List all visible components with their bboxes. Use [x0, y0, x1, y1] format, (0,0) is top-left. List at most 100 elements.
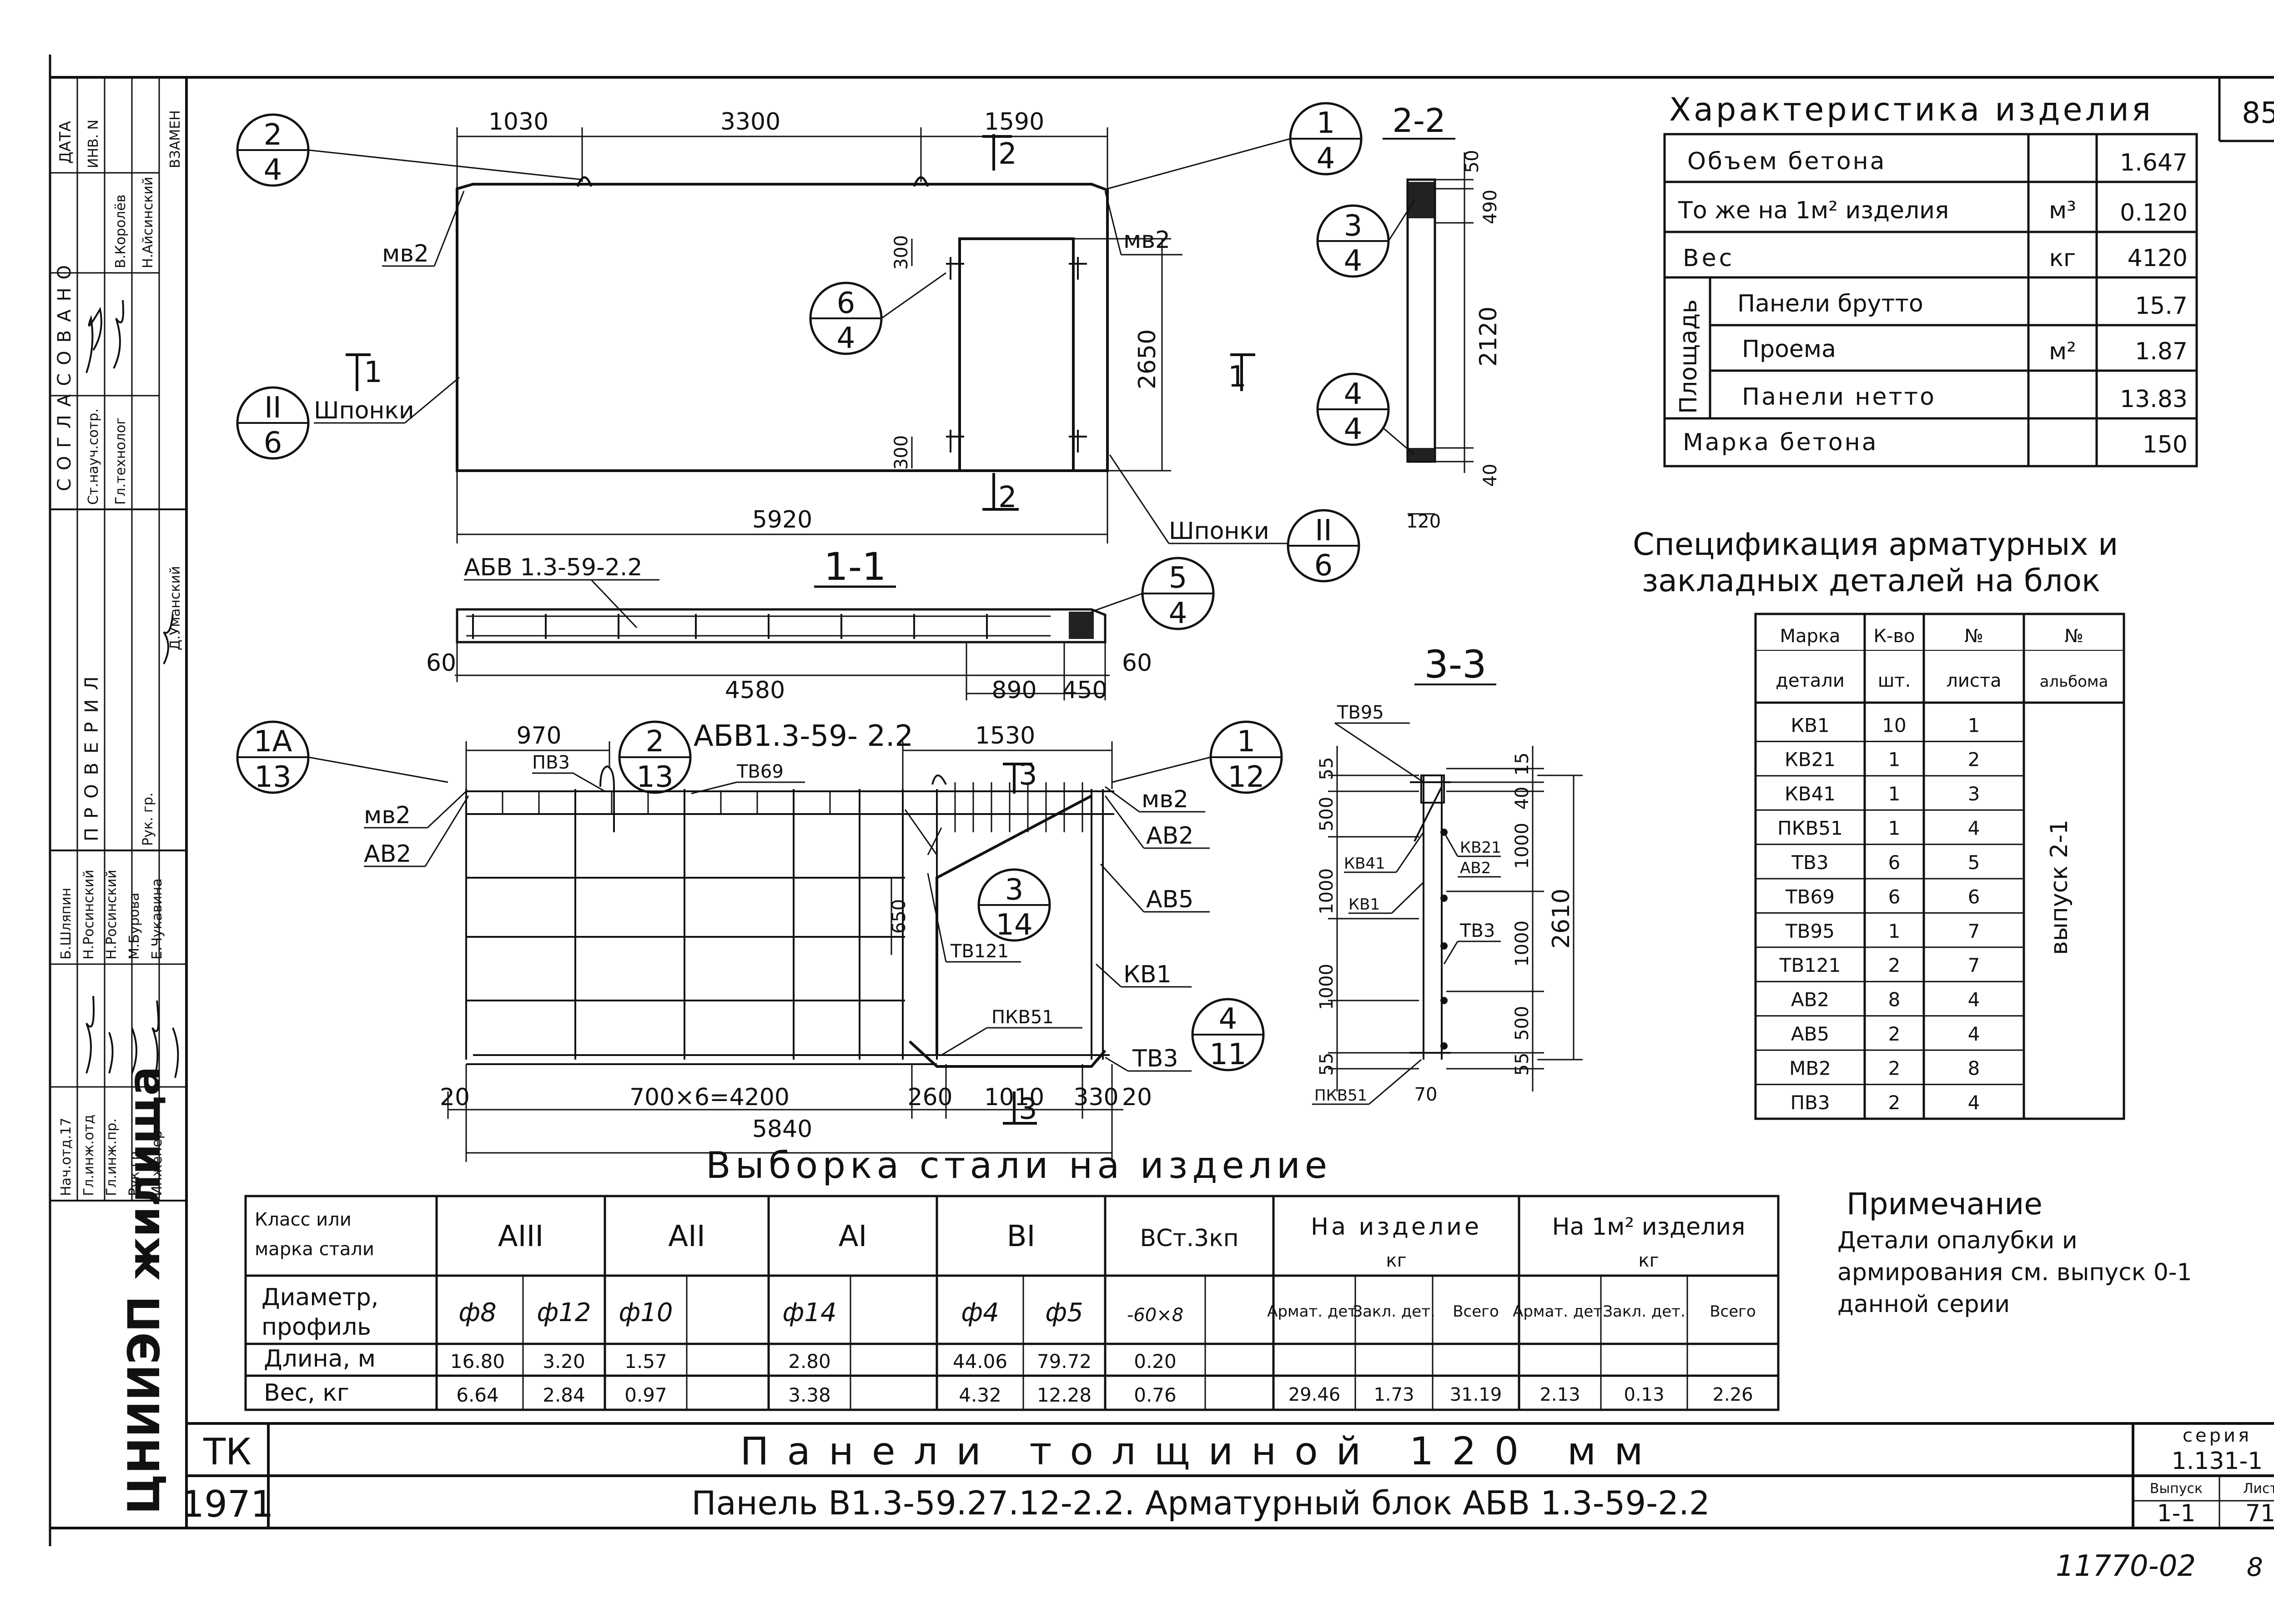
section3-dim: 55 — [1316, 1053, 1337, 1076]
steel-class: ВСт.3кп — [1140, 1225, 1238, 1252]
section3-dim: 55 — [1316, 757, 1337, 780]
sheet-label: Лист — [2243, 1481, 2274, 1497]
spec-cell-sheet: 3 — [1968, 783, 1980, 805]
section-dim: 60 — [426, 649, 456, 677]
block-label-mv2: мв2 — [1142, 786, 1188, 813]
section3-label-kv21: КВ21 — [1460, 839, 1501, 857]
stamp-staff-name: Н.Росинский — [104, 870, 120, 960]
section3-dim: 500 — [1512, 1006, 1533, 1041]
stamp-staff-name: Е.Чукавина — [149, 879, 165, 960]
block-label-av2: АВ2 — [1146, 822, 1193, 850]
svg-text:3: 3 — [1344, 209, 1363, 243]
stamp-staff-role: Рук.гр. — [126, 1147, 142, 1196]
steel-length: 16.80 — [450, 1350, 505, 1373]
stamp-staff-name: М.Бурова — [126, 893, 142, 960]
svg-text:4: 4 — [837, 322, 855, 355]
section3-dim: 500 — [1316, 797, 1337, 831]
spec-cell-sheet: 4 — [1968, 1091, 1980, 1114]
svg-text:4: 4 — [1317, 142, 1335, 176]
spec-cell-mark: ПВ3 — [1790, 1091, 1830, 1114]
char-value: 4120 — [2128, 245, 2188, 272]
section3-label-av2: АВ2 — [1460, 859, 1491, 877]
spec-cell-sheet: 2 — [1968, 749, 1980, 771]
callout-4-4: 4 4 — [1316, 372, 1415, 456]
spec-title-2: закладных деталей на блок — [1642, 563, 2100, 599]
char-row-name: Панели нетто — [1742, 383, 1936, 411]
spec-header: № — [1964, 626, 1983, 647]
svg-text:4: 4 — [1169, 597, 1187, 630]
steel-diameter: ф5 — [1045, 1298, 1083, 1327]
char-row-name: Проема — [1742, 336, 1836, 363]
spec-cell-qty: 2 — [1888, 1091, 1901, 1114]
title-line2: Панель В1.3-59.27.12-2.2. Арматурный бло… — [691, 1484, 1710, 1522]
steel-weight: 2.84 — [543, 1384, 585, 1406]
panel-label: мв2 — [382, 240, 429, 267]
char-row-name: Марка бетона — [1683, 429, 1878, 456]
org-logo: ЦНИИЭП жилища — [119, 1066, 170, 1514]
section-mark: 1 — [364, 356, 382, 389]
per-item-value: 1.73 — [1373, 1384, 1414, 1405]
char-value: 15.7 — [2135, 292, 2188, 320]
svg-text:6: 6 — [1314, 549, 1333, 583]
section3-dim: 55 — [1512, 1053, 1533, 1076]
svg-text:4: 4 — [264, 153, 282, 187]
steel-weight: 0.76 — [1134, 1384, 1177, 1406]
per-m2-value: 2.13 — [1539, 1384, 1580, 1405]
spec-cell-sheet: 1 — [1968, 714, 1980, 736]
stamp-agreed-label: СОГЛАСОВАНО — [54, 257, 75, 491]
svg-text:4: 4 — [1344, 377, 1363, 411]
series-label: серия — [2183, 1425, 2252, 1446]
callout-1-4: 1 4 — [1107, 102, 1363, 190]
callout-II-6: II 6 — [236, 386, 310, 460]
callout-II-6: II 6 — [1287, 509, 1360, 583]
stamp-staff-role: Нач.отд.17 — [58, 1118, 74, 1197]
char-row-name: Объем бетона — [1687, 148, 1887, 175]
per-item-value: 29.46 — [1288, 1384, 1341, 1405]
spec-header: Марка — [1780, 626, 1840, 647]
steel-length: 1.57 — [624, 1350, 667, 1373]
spec-album: выпуск 2-1 — [2046, 820, 2073, 955]
steel-weight: 4.32 — [959, 1384, 1001, 1406]
spec-cell-mark: ТВ3 — [1791, 851, 1828, 874]
stamp-staff-name: Н.Росинский — [81, 870, 97, 960]
section3-dim: 1000 — [1512, 920, 1533, 967]
char-value: 0.120 — [2120, 199, 2188, 226]
per-item-unit: кг — [1386, 1250, 1406, 1271]
block-label-av5: АВ5 — [1146, 886, 1193, 913]
spec-header: листа — [1946, 670, 2001, 691]
steel-diameter: ф14 — [782, 1298, 836, 1327]
svg-text:2: 2 — [646, 725, 664, 759]
char-area-group: Площадь — [1675, 299, 1702, 414]
block-dim: 700×6=4200 — [629, 1084, 790, 1111]
svg-text:2: 2 — [264, 118, 282, 152]
section-mark: 3 — [1019, 758, 1037, 792]
specification-table: Спецификация арматурных и закладных дета… — [1633, 527, 2125, 1120]
svg-text:12: 12 — [1228, 760, 1264, 794]
per-m2-sub: Закл. дет. — [1603, 1302, 1685, 1321]
per-item-sub: Всего — [1453, 1302, 1499, 1321]
spec-cell-mark: ТВ121 — [1779, 954, 1841, 976]
section-mark: 3 — [1019, 1092, 1037, 1126]
steel-diameter: ф12 — [537, 1298, 591, 1327]
char-row-name: То же на 1м² изделия — [1678, 197, 1949, 224]
stamp-role: Ст.науч.сотр. — [86, 408, 101, 505]
note-line: армирования см. выпуск 0-1 — [1837, 1259, 2192, 1286]
callout-1A-13: 1А 13 — [236, 720, 448, 794]
spec-cell-qty: 10 — [1882, 714, 1906, 736]
callout-1-12: 1 12 — [1112, 720, 1283, 794]
section3-dim: 1000 — [1512, 823, 1533, 869]
stamp-vzamen-label: ВЗАМЕН — [167, 110, 183, 168]
per-m2-sub: Армат. дет. — [1513, 1302, 1607, 1321]
steel-class: ВI — [1007, 1220, 1036, 1253]
svg-text:1: 1 — [1237, 725, 1256, 759]
stamp-checked-label: ПРОВЕРИЛ — [81, 667, 102, 841]
section-mark: 2 — [998, 481, 1017, 514]
block-dim: 970 — [516, 722, 561, 749]
steel-class: АII — [668, 1220, 705, 1253]
section-dim: 40 — [1480, 464, 1501, 487]
section3-dim: 70 — [1414, 1084, 1438, 1105]
spec-header: альбома — [2040, 673, 2108, 691]
block-label-tv69: ТВ69 — [736, 761, 784, 782]
section3-dim: 1000 — [1316, 964, 1337, 1010]
